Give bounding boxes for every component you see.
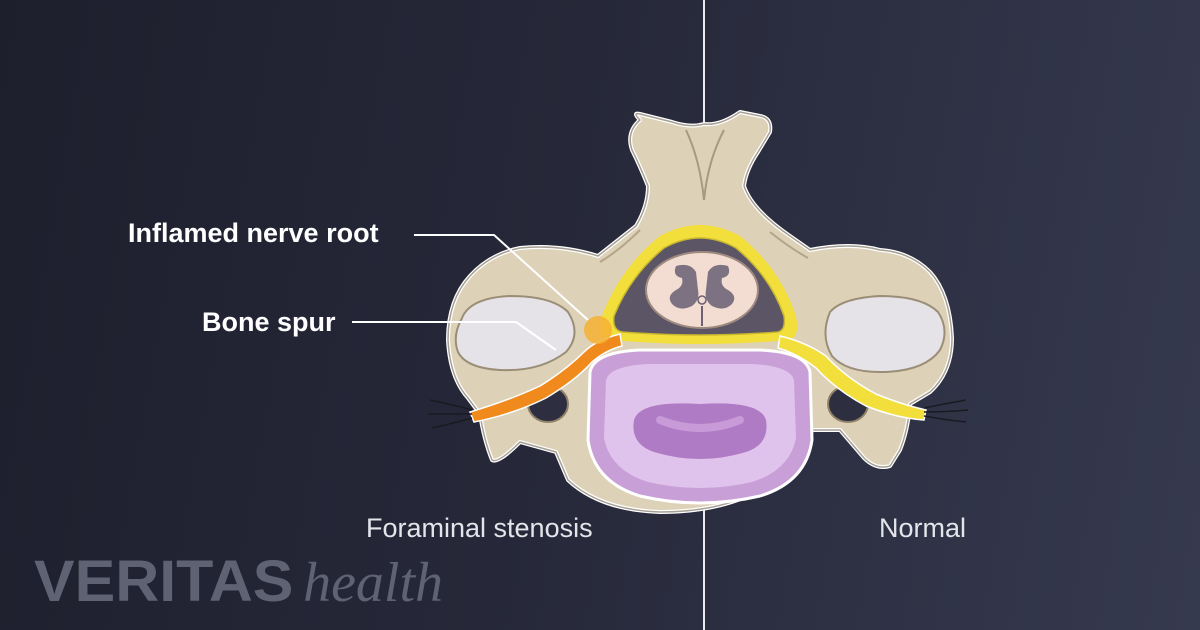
- facet-joints: [454, 294, 946, 374]
- bone-spur-leader: [352, 321, 557, 351]
- foraminal-stenosis-caption: Foraminal stenosis: [366, 513, 593, 543]
- logo-brand: VERITAS: [34, 549, 294, 614]
- inflamed-nerve-root-label: Inflamed nerve root: [128, 218, 379, 248]
- inflamed-nerve-root: [428, 316, 623, 429]
- bone-spur-label: Bone spur: [202, 307, 336, 337]
- inflamed-nerve-root-leader: [414, 234, 589, 321]
- logo-sub: health: [303, 552, 444, 614]
- normal-caption: Normal: [879, 513, 967, 543]
- normal-nerve-root: [777, 335, 969, 423]
- spinal-cord: [645, 251, 759, 329]
- intervertebral-disc: [586, 348, 814, 505]
